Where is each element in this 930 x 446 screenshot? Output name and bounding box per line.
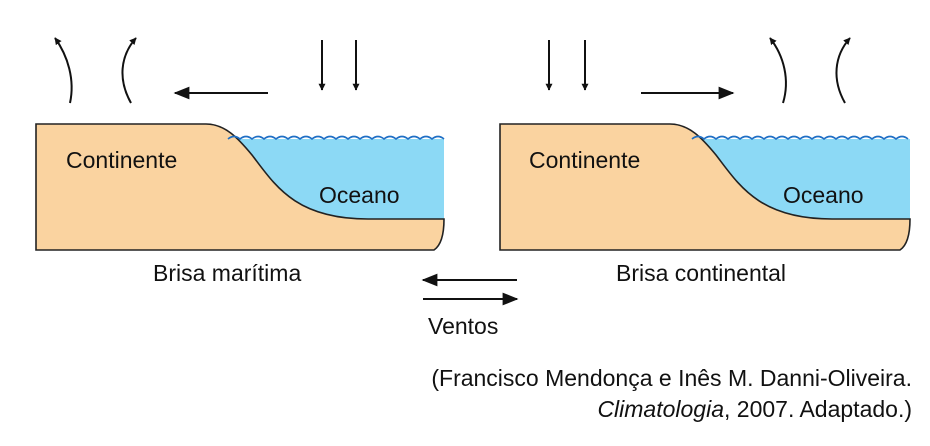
wind-legend: Ventos (421, 273, 519, 339)
left-sea-label: Oceano (319, 182, 400, 208)
left-panel: Continente Oceano Brisa marítima (35, 37, 445, 286)
left-up-arrow-2 (121, 37, 137, 104)
right-up-arrow-2 (835, 37, 851, 104)
left-land (35, 123, 445, 251)
right-sea-label: Oceano (783, 182, 864, 208)
right-panel: Continente Oceano Brisa continental (499, 37, 911, 286)
right-land (499, 123, 911, 251)
source-line-1: (Francisco Mendonça e Inês M. Danni-Oliv… (431, 365, 912, 391)
left-land-label: Continente (66, 147, 177, 173)
right-land-label: Continente (529, 147, 640, 173)
source-line-2-rest: , 2007. Adaptado.) (724, 396, 912, 422)
right-caption: Brisa continental (616, 260, 786, 286)
source-citation: (Francisco Mendonça e Inês M. Danni-Oliv… (431, 363, 912, 425)
left-up-arrow-1 (54, 37, 73, 104)
right-waves (691, 135, 909, 141)
legend-label: Ventos (428, 313, 498, 339)
book-title: Climatologia (597, 396, 724, 422)
right-up-arrow-1 (769, 37, 787, 104)
left-caption: Brisa marítima (153, 260, 301, 286)
left-waves (227, 135, 445, 141)
source-line-2: Climatologia, 2007. Adaptado.) (431, 394, 912, 425)
